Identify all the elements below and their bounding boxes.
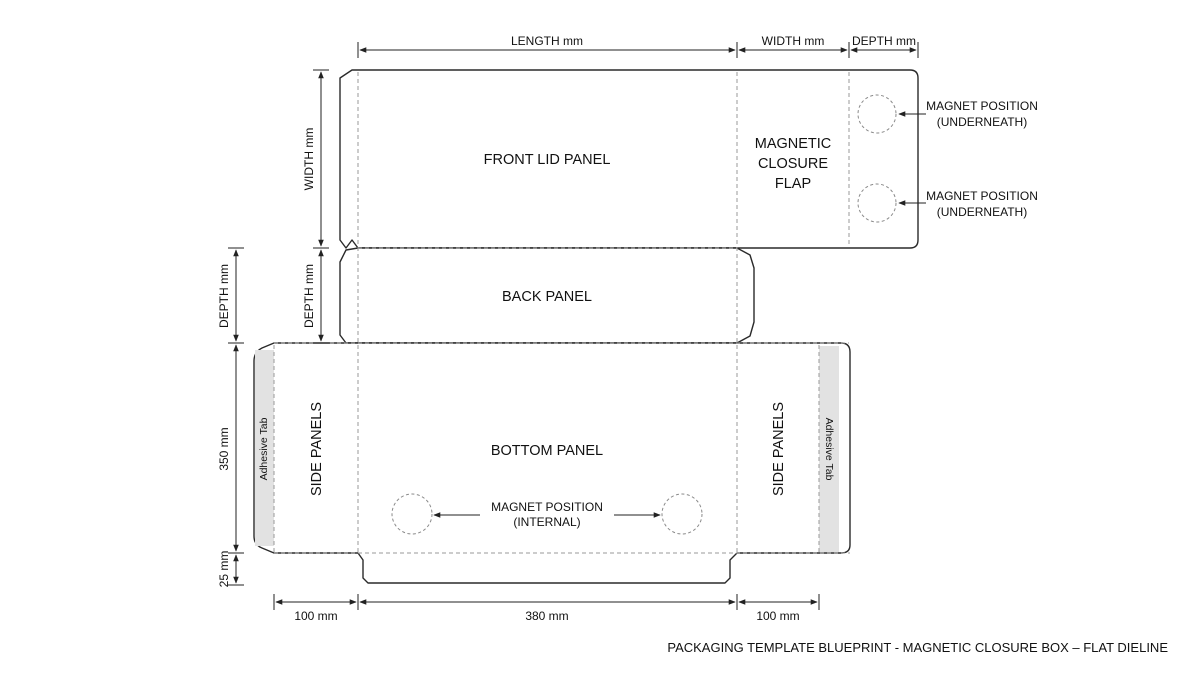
magnet-label-internal-line2: (INTERNAL) — [513, 515, 580, 529]
dim-label-length: LENGTH mm — [511, 34, 583, 48]
magnet-label-internal-line1: MAGNET POSITION — [491, 500, 603, 514]
back-panel-label: BACK PANEL — [502, 289, 592, 305]
side-panel-left-label: SIDE PANELS — [309, 402, 325, 496]
adhesive-tab-left-fill — [255, 350, 274, 546]
magnet-label-mid-line1: MAGNET POSITION — [926, 189, 1038, 203]
template-caption: PACKAGING TEMPLATE BLUEPRINT - MAGNETIC … — [667, 640, 1168, 655]
dim-label-bottom-center: 380 mm — [525, 609, 568, 623]
side-panel-right-label: SIDE PANELS — [771, 402, 787, 496]
dim-label-width-top: WIDTH mm — [762, 34, 825, 48]
adhesive-tab-right-fill — [819, 346, 839, 552]
magnet-circle-internal-right — [661, 493, 703, 535]
front-lid-outline — [339, 69, 919, 249]
dim-label-bottom-right: 100 mm — [756, 609, 799, 623]
magnet-circle-top — [857, 94, 897, 134]
dim-label-depth-top: DEPTH mm — [852, 34, 916, 48]
dim-label-depth-left-outer: DEPTH mm — [217, 264, 231, 328]
magnet-circle-internal-left — [391, 493, 433, 535]
dim-label-tab-height: 25 mm — [217, 551, 231, 588]
front-lid-panel-label: FRONT LID PANEL — [484, 152, 611, 168]
dim-label-depth-left-inner: DEPTH mm — [302, 264, 316, 328]
dim-label-width-left: WIDTH mm — [302, 128, 316, 191]
bottom-row-outline — [253, 342, 851, 584]
bottom-panel-label: BOTTOM PANEL — [491, 443, 603, 459]
magnet-label-mid-line2: (UNDERNEATH) — [937, 205, 1027, 219]
dim-label-bottom-left: 100 mm — [294, 609, 337, 623]
magnet-label-top-line1: MAGNET POSITION — [926, 99, 1038, 113]
magnet-label-top-line2: (UNDERNEATH) — [937, 115, 1027, 129]
closure-flap-label-line1: MAGNETIC — [755, 136, 832, 152]
magnet-circle-mid — [857, 183, 897, 223]
closure-flap-label-line3: FLAP — [775, 176, 811, 192]
closure-flap-label-line2: CLOSURE — [758, 156, 828, 172]
adhesive-tab-left-label: Adhesive Tab — [258, 417, 270, 480]
adhesive-tab-right-label: Adhesive Tab — [823, 418, 835, 481]
dim-label-height-left: 350 mm — [217, 427, 231, 470]
